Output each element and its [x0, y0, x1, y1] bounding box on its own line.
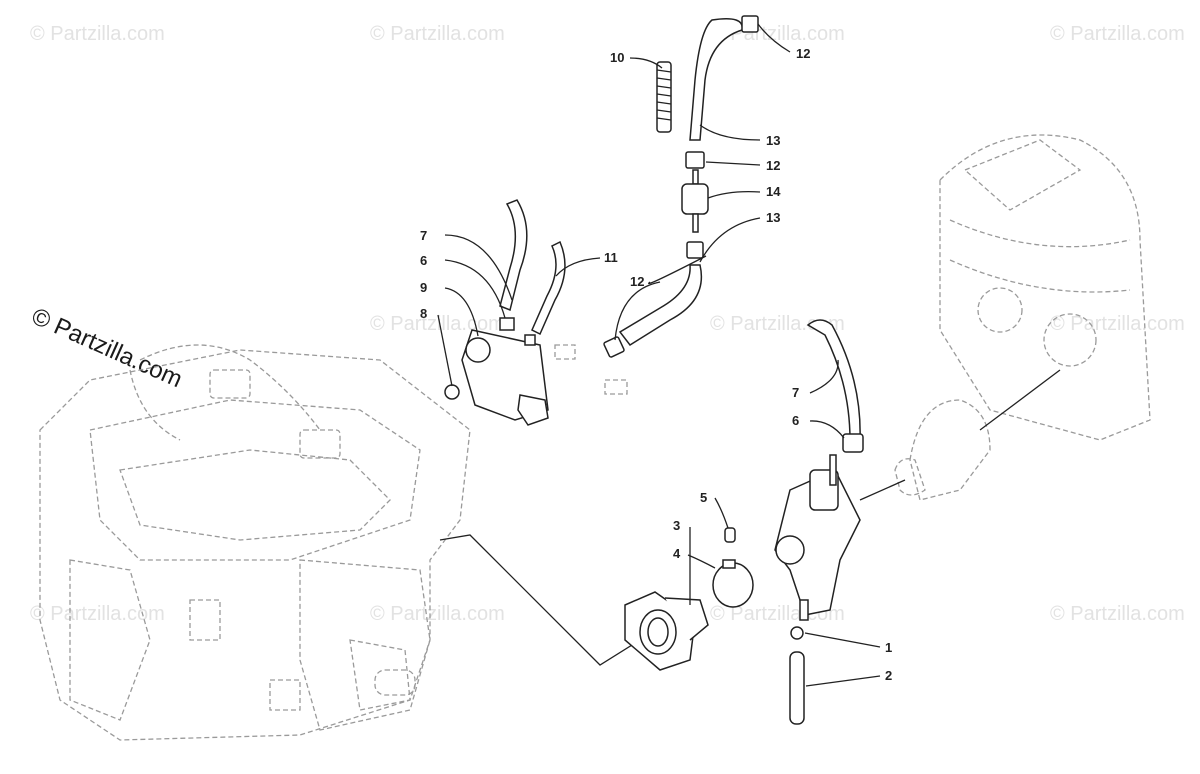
- callout-12: 12: [630, 274, 644, 289]
- hose-7-upper[interactable]: [499, 199, 528, 312]
- watermark: © Partzilla.com: [30, 603, 165, 625]
- callout-8: 8: [420, 306, 427, 321]
- watermark: © Partzilla.com: [370, 313, 505, 335]
- callout-1: 1: [885, 640, 892, 655]
- nut-8[interactable]: [444, 384, 460, 400]
- fuel-pump[interactable]: [461, 317, 549, 426]
- intake-flange-3[interactable]: [624, 591, 709, 671]
- watermark: © Partzilla.com: [1050, 603, 1185, 625]
- fuel-filter-14[interactable]: [681, 169, 709, 233]
- airbox-ghost: [939, 134, 1151, 441]
- callout-9: 9: [420, 280, 427, 295]
- clamp-4-screw: [722, 559, 736, 569]
- callout-labels: 10 12 13 12 14 13 12 11 7 6 9 8 7 6 5 3 …: [420, 46, 892, 683]
- hose-11[interactable]: [531, 240, 566, 336]
- callout-5: 5: [700, 490, 707, 505]
- carburetor[interactable]: [774, 454, 861, 621]
- watermark: © Partzilla.com: [30, 23, 165, 45]
- callout-10: 10: [610, 50, 624, 65]
- leader-engine-to-flange: [439, 534, 641, 666]
- leader-carb-to-boot: [859, 479, 906, 501]
- callout-7: 7: [420, 228, 427, 243]
- callout-6: 6: [420, 253, 427, 268]
- hose-7-carb[interactable]: [806, 319, 861, 441]
- spring-ghost: [554, 344, 628, 395]
- callout-14: 14: [766, 184, 781, 199]
- clamp-12-top[interactable]: [741, 15, 759, 33]
- watermark: © Partzilla.com: [1050, 313, 1185, 335]
- watermark-layer: © Partzilla.com © Partzilla.com © Partzi…: [30, 23, 1185, 625]
- callout-12: 12: [766, 158, 780, 173]
- watermark: © Partzilla.com: [370, 23, 505, 45]
- brand-watermark: © Partzilla.com: [28, 303, 187, 393]
- hose-13-upper[interactable]: [689, 18, 743, 141]
- leader-boot-to-airbox: [979, 369, 1061, 431]
- clip-1[interactable]: [790, 626, 804, 640]
- callout-4: 4: [673, 546, 681, 561]
- drain-tube-2[interactable]: [789, 651, 805, 725]
- pump-fitting-nut: [499, 317, 515, 331]
- clamp-12-lower[interactable]: [686, 241, 704, 259]
- hose-13-lower[interactable]: [618, 264, 703, 346]
- watermark: © Partzilla.com: [370, 603, 505, 625]
- callout-13: 13: [766, 210, 780, 225]
- callout-leaders: [437, 23, 881, 687]
- fitting-5[interactable]: [724, 527, 736, 543]
- callout-12: 12: [796, 46, 810, 61]
- clamp-12-left[interactable]: [603, 336, 625, 358]
- callout-3: 3: [673, 518, 680, 533]
- watermark: © Partzilla.com: [1050, 23, 1185, 45]
- intake-boot-ghost: [894, 399, 991, 501]
- callout-2: 2: [885, 668, 892, 683]
- clamp-12-upper[interactable]: [685, 151, 705, 169]
- callout-11: 11: [604, 250, 618, 265]
- watermark: © Partzilla.com: [710, 313, 845, 335]
- spring-10[interactable]: [656, 61, 672, 133]
- clamp-4[interactable]: [712, 562, 754, 608]
- callout-6: 6: [792, 413, 799, 428]
- callout-7: 7: [792, 385, 799, 400]
- clamp-6-carb[interactable]: [842, 433, 864, 453]
- callout-13: 13: [766, 133, 780, 148]
- engine-ghost: [39, 344, 471, 741]
